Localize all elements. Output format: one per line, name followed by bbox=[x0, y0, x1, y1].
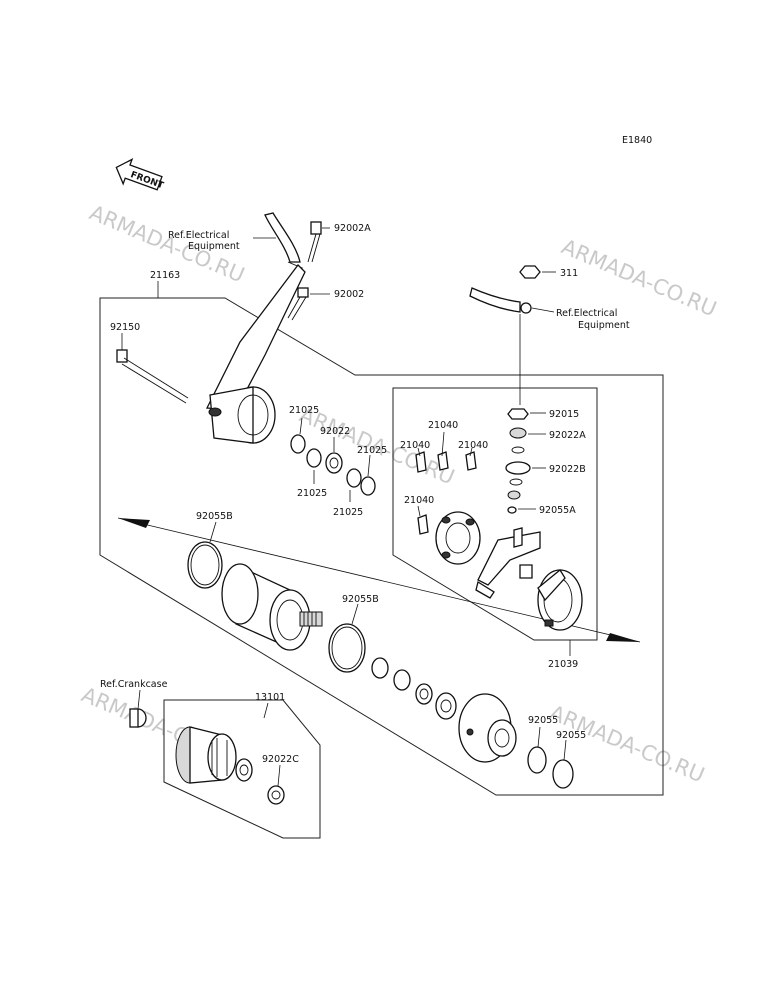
washer-21025 bbox=[346, 468, 362, 488]
label-92150: 92150 bbox=[110, 322, 140, 333]
ref-electrical-label: Ref.Electrical bbox=[168, 230, 229, 241]
washer-92022a bbox=[509, 427, 527, 439]
label-92055a: 92055A bbox=[539, 505, 576, 516]
motor-yoke bbox=[221, 563, 323, 651]
end-frame-21039 bbox=[537, 569, 583, 631]
label-92055: 92055 bbox=[556, 730, 586, 741]
label-21040: 21040 bbox=[400, 440, 430, 451]
washer bbox=[509, 478, 523, 486]
axis-arrow-icon bbox=[606, 633, 640, 642]
diagram-code: E1840 bbox=[622, 135, 652, 146]
brush-holder-frame bbox=[392, 387, 598, 641]
label-92055b: 92055B bbox=[196, 511, 233, 522]
label-92022b: 92022B bbox=[549, 464, 586, 475]
washer-92022 bbox=[325, 452, 343, 474]
ref-crankcase-label: Ref.Crankcase bbox=[100, 679, 168, 690]
axis-arrow-icon bbox=[118, 518, 150, 528]
label-21040: 21040 bbox=[404, 495, 434, 506]
label-21040: 21040 bbox=[428, 420, 458, 431]
end-cover bbox=[208, 386, 276, 444]
o-ring-92055a bbox=[507, 506, 517, 514]
washer bbox=[415, 683, 433, 705]
washer-92022b bbox=[505, 461, 531, 475]
cable-eyelet bbox=[520, 302, 532, 314]
label-21025: 21025 bbox=[357, 445, 387, 456]
bolt-92002 bbox=[287, 287, 309, 321]
nut-311 bbox=[519, 265, 541, 279]
starter-clutch-13101 bbox=[175, 726, 253, 784]
label-92022a: 92022A bbox=[549, 430, 586, 441]
label-13101: 13101 bbox=[255, 692, 285, 703]
brush-plate bbox=[435, 511, 481, 565]
o-ring-92055b bbox=[328, 623, 366, 673]
o-ring-92055b bbox=[187, 541, 223, 589]
label-92002: 92002 bbox=[334, 289, 364, 300]
label-92055: 92055 bbox=[528, 715, 558, 726]
washer bbox=[371, 657, 389, 679]
bolt-92002a bbox=[307, 221, 322, 263]
washer bbox=[393, 669, 411, 691]
washer-21025 bbox=[290, 434, 306, 454]
label-21025: 21025 bbox=[297, 488, 327, 499]
label-21025: 21025 bbox=[289, 405, 319, 416]
o-ring-92055 bbox=[527, 746, 547, 774]
front-arrow-icon: FRONT bbox=[115, 158, 166, 192]
gear-hub bbox=[435, 692, 457, 720]
clutch-frame bbox=[163, 699, 321, 839]
label-92055b: 92055B bbox=[342, 594, 379, 605]
washer-21025 bbox=[360, 476, 376, 496]
washer-21025 bbox=[306, 448, 322, 468]
label-92002a: 92002A bbox=[334, 223, 371, 234]
label-21040: 21040 bbox=[458, 440, 488, 451]
positive-cable bbox=[469, 287, 521, 313]
label-92015: 92015 bbox=[549, 409, 579, 420]
nut-92015 bbox=[507, 408, 529, 420]
front-cover bbox=[458, 693, 517, 763]
starter-cable bbox=[264, 212, 301, 263]
label-21025: 21025 bbox=[333, 507, 363, 518]
label-21163: 21163 bbox=[150, 270, 180, 281]
o-ring-92055 bbox=[552, 759, 574, 789]
label-21039: 21039 bbox=[548, 659, 578, 670]
label-92022: 92022 bbox=[320, 426, 350, 437]
label-311: 311 bbox=[560, 268, 578, 279]
idle-gear-ref bbox=[129, 708, 147, 728]
brushes-21040 bbox=[415, 451, 477, 535]
starter-assembly-frame bbox=[99, 297, 664, 796]
label-92022c: 92022C bbox=[262, 754, 299, 765]
washer-92022c bbox=[267, 785, 285, 805]
ref-electrical-label: Equipment bbox=[188, 241, 240, 252]
through-bolt-92150 bbox=[116, 349, 189, 404]
ref-electrical-label: Ref.Electrical bbox=[556, 308, 617, 319]
ref-electrical-label: Equipment bbox=[578, 320, 630, 331]
washer bbox=[507, 490, 521, 500]
brush-holder-21039 bbox=[475, 527, 541, 599]
washer bbox=[511, 446, 525, 454]
